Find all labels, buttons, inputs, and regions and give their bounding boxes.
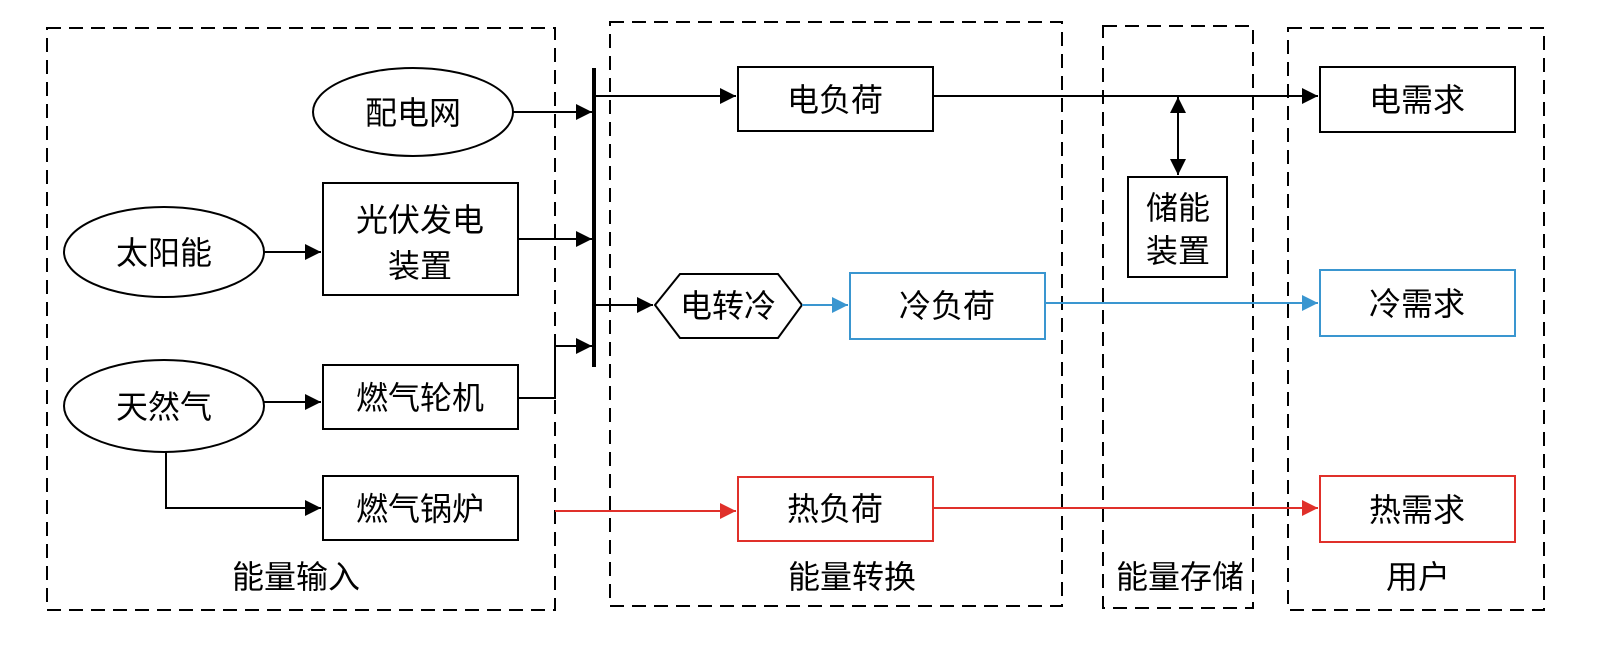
cool-load-box xyxy=(849,272,1046,340)
elec-demand-label: 电需求 xyxy=(1369,81,1465,119)
cool-demand-label: 冷需求 xyxy=(1369,285,1465,323)
group-energy-input xyxy=(46,27,556,611)
elec-demand-box xyxy=(1319,66,1516,133)
storage-device-label-line2: 装置 xyxy=(1146,232,1210,270)
pv-device-label-line1: 光伏发电 xyxy=(356,201,484,239)
elec-load-box xyxy=(737,66,934,132)
group-label-user: 用户 xyxy=(1386,558,1450,596)
pv-device-box xyxy=(322,182,519,296)
pv-device-label-line2: 装置 xyxy=(388,247,452,285)
gas-to-boiler-arrow xyxy=(165,452,321,516)
group-label-input: 能量输入 xyxy=(232,558,360,596)
heat-demand-label: 热需求 xyxy=(1369,491,1465,529)
gas-turbine-label: 燃气轮机 xyxy=(356,379,484,417)
group-label-conversion: 能量转换 xyxy=(788,558,916,596)
storage-device-box xyxy=(1127,176,1228,278)
heat-demand-box xyxy=(1319,475,1516,543)
group-energy-storage xyxy=(1102,25,1254,609)
group-label-storage: 能量存储 xyxy=(1116,558,1244,596)
turbine-to-bus-connector xyxy=(518,346,556,399)
gas-turbine-box xyxy=(322,364,519,430)
e2c-device-label: 电转冷 xyxy=(680,287,776,325)
cool-demand-box xyxy=(1319,269,1516,337)
elec-load-label: 电负荷 xyxy=(787,81,883,119)
group-energy-conversion xyxy=(609,21,1063,607)
storage-device-label-line1: 储能 xyxy=(1146,189,1210,227)
source-grid-label: 配电网 xyxy=(365,94,461,132)
cool-load-label: 冷负荷 xyxy=(899,287,995,325)
source-gas-node xyxy=(63,359,265,453)
gas-boiler-label: 燃气锅炉 xyxy=(356,490,484,528)
source-gas-label: 天然气 xyxy=(116,388,212,426)
heat-load-label: 热负荷 xyxy=(787,490,883,528)
gas-boiler-box xyxy=(322,475,519,541)
source-solar-label: 太阳能 xyxy=(116,234,212,272)
